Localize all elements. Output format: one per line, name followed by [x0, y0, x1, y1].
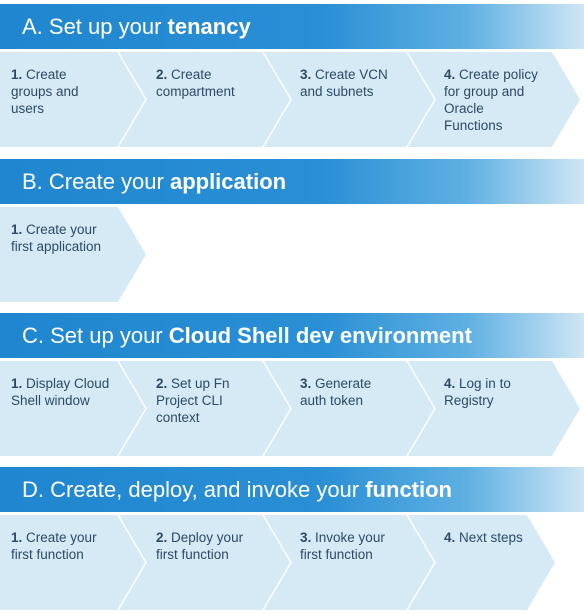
step-separator — [262, 52, 292, 147]
step-chevron — [0, 52, 146, 147]
step-chevron — [263, 515, 435, 610]
step-chevron — [0, 515, 146, 610]
step-chevron — [118, 361, 291, 456]
step-d4: 4. Next steps — [444, 530, 523, 545]
step-chevron — [263, 52, 435, 147]
section-d-steps: 1. Create your first function 2. Deploy … — [0, 515, 584, 610]
step-c4: 4. Log in to Registry — [444, 376, 511, 408]
step-a1: 1. Create groups and users — [11, 67, 79, 116]
section-b-header: B. Create your application — [0, 159, 584, 204]
section-c-steps: 1. Display Cloud Shell window 2. Set up … — [0, 361, 584, 456]
step-d1: 1. Create your first function — [11, 530, 97, 562]
section-c-chevron-strip — [0, 361, 580, 456]
step-c2: 2. Set up Fn Project CLI context — [156, 376, 230, 425]
section-a-title: A. Set up your tenancy — [22, 14, 251, 39]
section-a-steps: 1. Create groups and users 2. Create com… — [0, 52, 584, 147]
step-d3: 3. Invoke your first function — [300, 530, 385, 562]
step-chevron — [0, 207, 146, 302]
step-separator — [262, 515, 292, 610]
step-a2: 2. Create compartment — [156, 67, 235, 99]
step-chevron — [407, 52, 580, 147]
step-separator — [262, 361, 292, 456]
section-d-title: D. Create, deploy, and invoke your funct… — [22, 477, 452, 502]
section-a-header: A. Set up your tenancy — [0, 4, 584, 49]
step-separator — [117, 515, 147, 610]
step-c3: 3. Generate auth token — [300, 376, 372, 408]
step-d2: 2. Deploy your first function — [156, 530, 244, 562]
step-separator — [406, 361, 436, 456]
step-b1: 1. Create your first application — [11, 222, 102, 254]
step-chevron — [263, 361, 435, 456]
step-chevron — [407, 361, 580, 456]
step-a4: 4. Create policy for group and Oracle Fu… — [444, 67, 538, 133]
section-a-chevron-strip — [0, 52, 580, 147]
section-a: A. Set up your tenancy 1. Create groups … — [0, 4, 584, 149]
step-separator — [406, 52, 436, 147]
step-separator — [406, 515, 436, 610]
section-b-title: B. Create your application — [22, 169, 287, 194]
section-b-chevron-strip — [0, 207, 146, 302]
section-b: B. Create your application 1. Create you… — [0, 159, 584, 304]
section-d-header: D. Create, deploy, and invoke your funct… — [0, 467, 584, 512]
section-c: C. Set up your Cloud Shell dev environme… — [0, 313, 584, 458]
step-separator — [117, 52, 147, 147]
section-b-steps: 1. Create your first application — [0, 207, 584, 302]
section-c-title: C. Set up your Cloud Shell dev environme… — [22, 323, 472, 348]
step-separator — [117, 361, 147, 456]
step-chevron — [118, 515, 291, 610]
section-d: D. Create, deploy, and invoke your funct… — [0, 467, 584, 612]
step-a3: 3. Create VCN and subnets — [300, 67, 388, 99]
step-chevron — [118, 52, 291, 147]
step-chevron — [0, 361, 146, 456]
section-c-header: C. Set up your Cloud Shell dev environme… — [0, 313, 584, 358]
step-c1: 1. Display Cloud Shell window — [11, 376, 110, 408]
step-chevron — [407, 515, 555, 610]
section-d-chevron-strip — [0, 515, 555, 610]
